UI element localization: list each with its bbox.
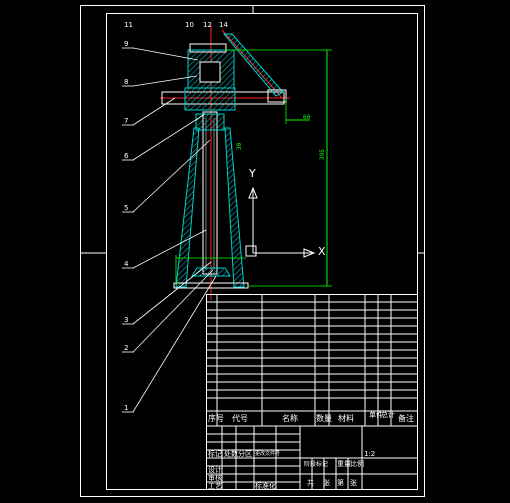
header-remark: 备注 <box>398 414 414 423</box>
header-index: 序号 <box>208 414 224 423</box>
part-label-3: 3 <box>124 316 129 324</box>
label-sheet-no: 第 <box>337 479 344 487</box>
leader-line <box>132 275 217 413</box>
header-name: 名称 <box>282 414 298 423</box>
label-mark: 标记 <box>208 450 222 458</box>
label-weight: 重量 <box>337 460 351 468</box>
top-label-14: 14 <box>219 21 228 29</box>
leader-line <box>132 269 214 353</box>
part-label-8: 8 <box>124 78 129 86</box>
part-label-5: 5 <box>124 204 129 212</box>
label-sheet-total: 共 <box>307 479 314 487</box>
header-total: 总计 <box>381 411 395 419</box>
top-cap-inner <box>199 61 221 83</box>
screw-spindle <box>202 111 218 275</box>
label-zone: 分区 <box>238 450 252 458</box>
top-plate <box>189 43 227 53</box>
column-body-left <box>175 127 200 288</box>
y-axis-label: Y <box>249 167 256 180</box>
header-unit: 单件 <box>369 411 383 419</box>
label-sheet-2: 张 <box>350 479 357 487</box>
leader-line <box>132 261 212 325</box>
dim-text-overall-height: 395 <box>319 149 326 160</box>
label-sheet: 张 <box>323 479 330 487</box>
top-label-10: 10 <box>185 21 194 29</box>
part-label-11: 11 <box>124 21 133 29</box>
scale-value: 1:2 <box>364 450 376 458</box>
nut <box>195 113 225 131</box>
label-stage: 阶段标记 <box>304 461 329 468</box>
origin-box <box>245 245 257 257</box>
column-base-plate <box>173 282 249 289</box>
part-label-6: 6 <box>124 152 129 160</box>
header-qty: 数量 <box>316 414 332 423</box>
header-code: 代号 <box>232 414 248 423</box>
leader-line <box>132 113 206 161</box>
label-standard: 标准化 <box>255 482 276 490</box>
label-change-doc: 更改文件号 <box>255 451 281 457</box>
label-scale: 比例 <box>350 460 364 468</box>
column-body-right <box>224 127 245 288</box>
leader-line <box>132 47 199 61</box>
part-label-9: 9 <box>124 40 129 48</box>
header-material: 材料 <box>338 414 354 423</box>
label-design: 设计 <box>208 466 222 474</box>
leader-line <box>132 97 176 126</box>
side-lever <box>222 33 284 97</box>
label-count: 处数 <box>224 450 238 458</box>
x-axis-label: X <box>318 245 326 258</box>
label-review: 审核 <box>208 474 222 482</box>
part-label-2: 2 <box>124 344 129 352</box>
leader-line <box>132 75 198 87</box>
handle-hub <box>184 87 236 111</box>
top-label-12: 12 <box>203 21 212 29</box>
y-axis-arrow <box>248 186 258 199</box>
dim-text-side: 30 <box>236 142 243 150</box>
part-label-4: 4 <box>124 260 129 268</box>
x-axis-arrow <box>303 248 316 258</box>
lever-end <box>267 89 287 103</box>
part-label-1: 1 <box>124 404 129 412</box>
label-process: 工艺 <box>208 482 222 490</box>
dim-text-right-offset: 60 <box>303 114 311 121</box>
leader-line <box>132 229 207 269</box>
part-label-7: 7 <box>124 117 129 125</box>
title-block <box>206 294 418 490</box>
leader-line <box>132 139 211 213</box>
